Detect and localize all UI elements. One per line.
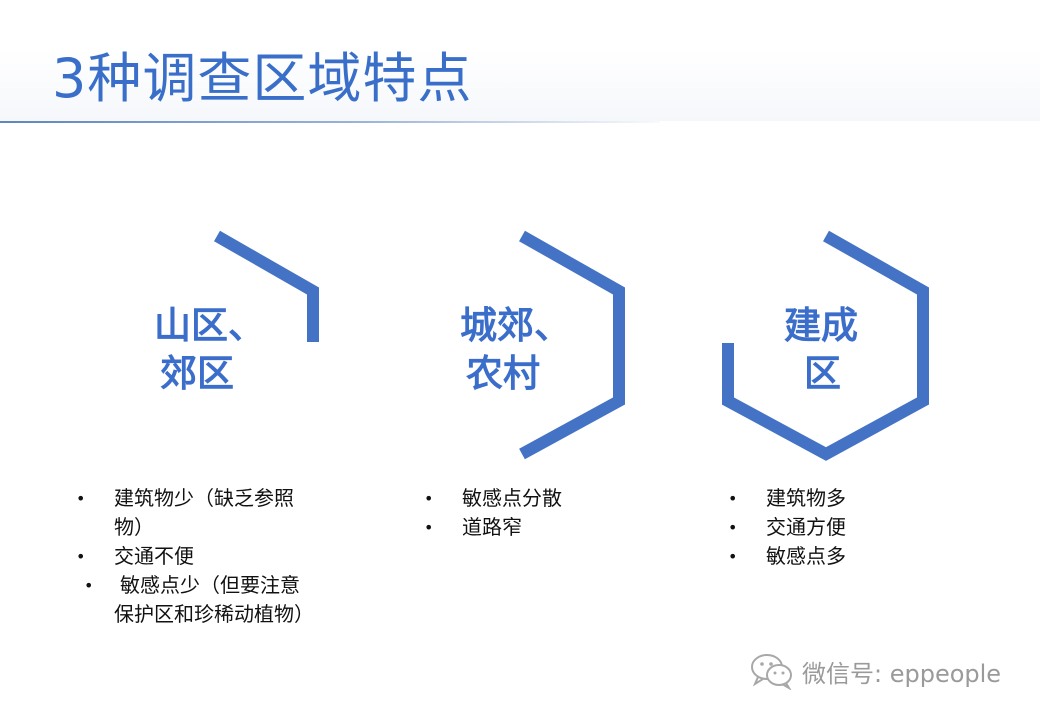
- bullet-text-line: 道路窄: [462, 515, 522, 539]
- list-item: • 敏感点分散: [424, 484, 684, 513]
- list-item: • 道路窄: [424, 513, 684, 542]
- area-3-bullet-list: • 建筑物多 • 交通方便 • 敏感点多: [728, 484, 988, 571]
- area-2-label-line2: 农村: [466, 352, 540, 395]
- bullet-dot: •: [76, 547, 86, 566]
- list-item: • 交通不便: [76, 542, 376, 571]
- bullet-dot: •: [424, 489, 434, 508]
- hexagon-3-segment: [722, 230, 929, 461]
- bullet-text-line: 保护区和珍稀动植物）: [114, 602, 314, 626]
- watermark: 微信号: eppeople: [750, 652, 1001, 690]
- area-1-label-line2: 郊区: [160, 352, 234, 395]
- bullet-text-line: 敏感点多: [766, 544, 846, 568]
- bullet-text-line: 建筑物多: [766, 486, 846, 510]
- area-3-label-line2: 区: [804, 352, 841, 395]
- area-2-label: 城郊、 农村: [460, 302, 571, 398]
- area-1-label-line1: 山区、: [154, 304, 265, 347]
- watermark-text: 微信号: eppeople: [802, 659, 1002, 688]
- list-item: • 建筑物少（缺乏参照 物）: [76, 484, 376, 542]
- bullet-dot: •: [728, 518, 738, 537]
- slide-title: 3种调查区域特点: [52, 47, 473, 110]
- area-3-label-line1: 建成: [784, 304, 858, 347]
- bullet-text-line: 建筑物少（缺乏参照: [114, 486, 294, 510]
- list-item: • 敏感点少（但要注意 保护区和珍稀动植物）: [76, 571, 376, 629]
- hexagon-1-segment: [214, 230, 319, 342]
- wechat-icon: [751, 654, 792, 690]
- bullet-text-line: 交通不便: [114, 544, 194, 568]
- list-item: • 建筑物多: [728, 484, 988, 513]
- bullet-text-line: 敏感点少（但要注意: [120, 573, 300, 597]
- bullet-dot: •: [84, 576, 94, 595]
- area-1-bullet-list: • 建筑物少（缺乏参照 物） • 交通不便 • 敏感点少（但要注意 保护区和珍稀…: [76, 484, 376, 629]
- bullet-text-line: 敏感点分散: [462, 486, 562, 510]
- list-item: • 敏感点多: [728, 542, 988, 571]
- area-3-label: 建成 区: [784, 302, 858, 398]
- bullet-dot: •: [424, 518, 434, 537]
- title-underline: [0, 121, 660, 123]
- hexagon-2-segment: [519, 230, 625, 460]
- area-2-label-line1: 城郊、: [460, 304, 571, 347]
- area-1-label: 山区、 郊区: [154, 302, 265, 398]
- bullet-dot: •: [728, 489, 738, 508]
- title-band: [0, 0, 1040, 121]
- bullet-text-line: 物）: [114, 515, 154, 539]
- bullet-dot: •: [76, 489, 86, 508]
- list-item: • 交通方便: [728, 513, 988, 542]
- bullet-dot: •: [728, 547, 738, 566]
- area-2-bullet-list: • 敏感点分散 • 道路窄: [424, 484, 684, 542]
- bullet-text-line: 交通方便: [766, 515, 846, 539]
